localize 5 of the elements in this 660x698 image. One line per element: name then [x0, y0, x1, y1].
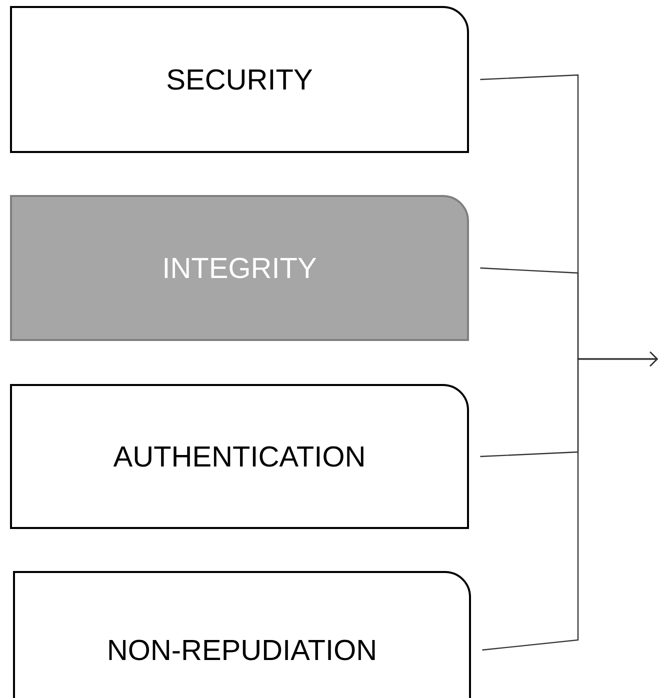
rounded-box: NON-REPUDIATION: [13, 571, 471, 698]
connector-arrow: [482, 352, 658, 651]
rounded-box: SECURITY: [10, 6, 469, 153]
rounded-box: AUTHENTICATION: [10, 384, 469, 529]
rounded-box: INTEGRITY: [10, 195, 469, 341]
